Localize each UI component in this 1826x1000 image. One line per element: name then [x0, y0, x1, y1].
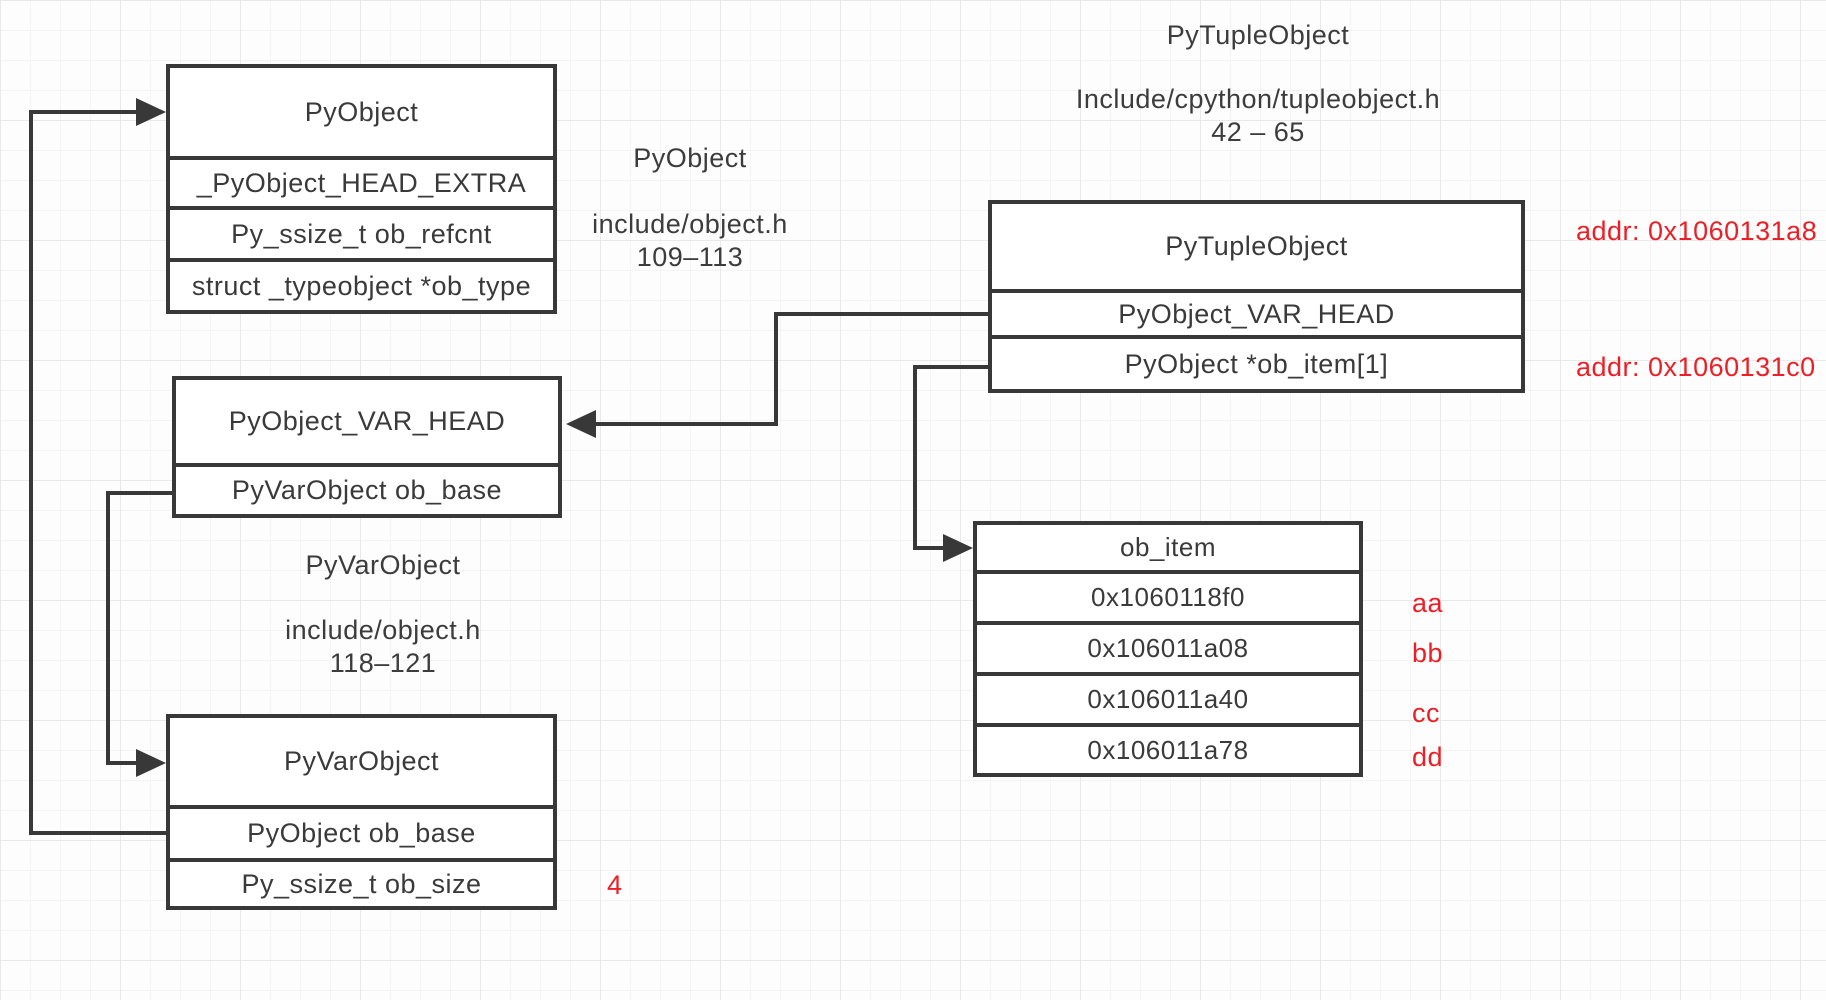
- ob-item-label-bb: bb: [1412, 638, 1444, 668]
- ob-item-label-aa: aa: [1412, 588, 1444, 618]
- arrowhead-pyvarobject: [136, 749, 166, 777]
- ob-item-label-cc: cc: [1412, 698, 1440, 728]
- pyvarobject-box: PyVarObject PyObject ob_base Py_ssize_t …: [166, 714, 557, 910]
- varhead-box-title: PyObject_VAR_HEAD: [228, 406, 506, 436]
- pyvarobject-label: PyVarObject include/object.h 118–121: [258, 550, 508, 680]
- varhead-box: PyObject_VAR_HEAD PyVarObject ob_base: [172, 376, 562, 518]
- pyobject-box: PyObject _PyObject_HEAD_EXTRA Py_ssize_t…: [166, 64, 557, 314]
- varhead-row-ob-base: PyVarObject ob_base: [176, 463, 558, 514]
- pyvarobject-label-lines: 118–121: [329, 648, 437, 678]
- pyobject-row-head-extra: _PyObject_HEAD_EXTRA: [170, 156, 553, 206]
- ob-item-addr-3: 0x106011a78: [977, 723, 1359, 773]
- addr-annotation-bottom: addr: 0x1060131c0: [1576, 352, 1816, 382]
- pyobject-row-ob-refcnt: Py_ssize_t ob_refcnt: [170, 206, 553, 258]
- pyobject-label-title: PyObject: [633, 143, 747, 173]
- arrow-obbase-to-pyobject: [29, 110, 170, 835]
- pyvarobject-label-title: PyVarObject: [305, 550, 461, 580]
- pyvarobject-row-ob-size: Py_ssize_t ob_size: [170, 858, 553, 906]
- ob-item-table-title: ob_item: [1120, 532, 1216, 562]
- ob-item-label-dd: dd: [1412, 742, 1444, 772]
- arrowhead-obitem-table: [943, 534, 973, 562]
- ob-item-addr-0: 0x1060118f0: [977, 570, 1359, 621]
- ob-item-table: ob_item 0x1060118f0 0x106011a08 0x106011…: [973, 521, 1363, 777]
- ob-item-addr-2: 0x106011a40: [977, 672, 1359, 723]
- arrowhead-varhead-box: [566, 410, 596, 438]
- pyvarobject-box-title: PyVarObject: [283, 746, 440, 776]
- pytuple-label-lines: 42 – 65: [1211, 117, 1305, 147]
- arrow-tuple-varhead-to-varhead-box: [594, 312, 988, 426]
- pytuple-box-title: PyTupleObject: [1165, 231, 1348, 261]
- pytuple-label: PyTupleObject Include/cpython/tupleobjec…: [1018, 20, 1498, 149]
- addr-annotation-top: addr: 0x1060131a8: [1576, 216, 1818, 246]
- pyobject-label-lines: 109–113: [636, 242, 744, 272]
- pyvarobject-row-ob-base: PyObject ob_base: [170, 805, 553, 858]
- pyobject-box-title: PyObject: [304, 96, 419, 127]
- pytuple-row-var-head: PyObject_VAR_HEAD: [992, 289, 1521, 335]
- pyobject-label-file: include/object.h: [592, 209, 788, 239]
- pytuple-label-title: PyTupleObject: [1166, 20, 1350, 50]
- pytuple-label-file: Include/cpython/tupleobject.h: [1075, 84, 1441, 114]
- arrow-varhead-obbase-to-pyvarobject: [106, 491, 174, 765]
- arrowhead-pyobject: [136, 98, 166, 126]
- arrow-tuple-obitem-to-table: [913, 365, 988, 550]
- pyobject-label: PyObject include/object.h 109–113: [545, 143, 835, 274]
- ob-size-value: 4: [607, 870, 623, 900]
- pytuple-row-ob-item: PyObject *ob_item[1]: [992, 335, 1521, 389]
- pytuple-box: PyTupleObject PyObject_VAR_HEAD PyObject…: [988, 200, 1525, 393]
- pyobject-row-ob-type: struct _typeobject *ob_type: [170, 258, 553, 310]
- ob-item-addr-1: 0x106011a08: [977, 621, 1359, 672]
- pyvarobject-label-file: include/object.h: [285, 615, 481, 645]
